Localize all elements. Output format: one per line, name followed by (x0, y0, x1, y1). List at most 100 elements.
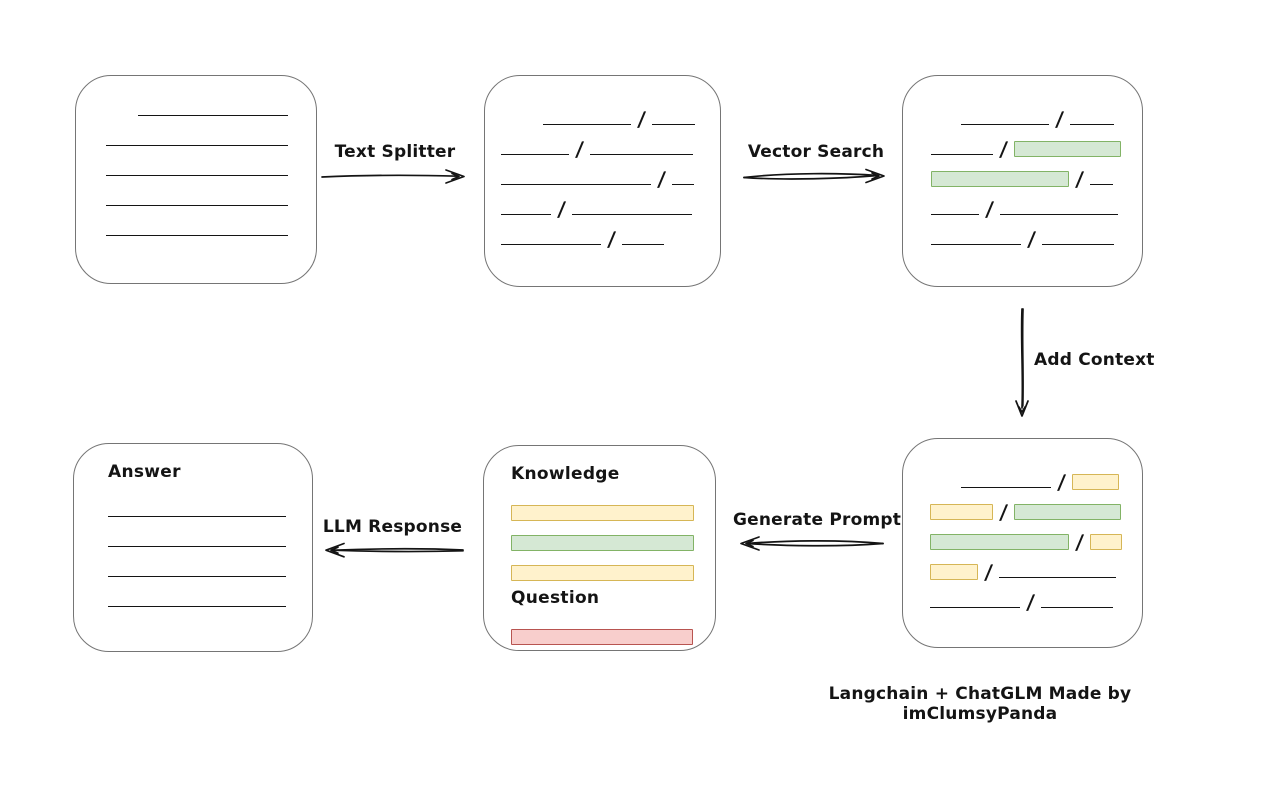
segment-row (108, 520, 312, 550)
slash-separator: / (1025, 590, 1036, 614)
segment-row (108, 490, 312, 520)
segment-row: / (930, 461, 1142, 494)
slash-separator: / (1074, 167, 1085, 191)
text-line (931, 214, 979, 215)
segment-row (511, 492, 715, 522)
slash-separator: / (984, 197, 995, 221)
text-line (108, 576, 286, 577)
text-line (652, 124, 696, 125)
left-double-arrow-icon (740, 536, 884, 551)
text-line (931, 244, 1021, 245)
vector-matches-box: / / / / / (902, 75, 1143, 287)
slash-separator: / (1026, 227, 1037, 251)
slash-separator: / (1054, 107, 1065, 131)
text-line (543, 124, 631, 125)
text-line (1090, 184, 1114, 185)
text-line (622, 244, 665, 245)
text-splitter-arrow: Text Splitter (320, 142, 470, 188)
question-bar (511, 616, 715, 646)
yellow-chunk (930, 564, 978, 580)
segment-row (511, 616, 715, 646)
segment-row: / (930, 551, 1142, 584)
vector-search-arrow: Vector Search (742, 142, 890, 188)
slash-separator: / (1056, 470, 1067, 494)
segment-row: / (930, 521, 1142, 554)
text-line (931, 154, 993, 155)
green-chunk (930, 534, 1069, 550)
llm-response-arrow: LLM Response (320, 517, 465, 563)
green-chunk (511, 535, 694, 551)
segment-row (511, 552, 715, 582)
segment-row (106, 89, 316, 119)
segment-row: / (931, 98, 1142, 131)
text-line (108, 546, 286, 547)
right-double-arrow-icon (743, 168, 885, 184)
segment-row (106, 149, 316, 179)
green-chunk (1014, 504, 1122, 520)
segment-row (511, 522, 715, 552)
knowledge-label: Knowledge (511, 464, 620, 484)
context-chunks-box: / / / / / (902, 438, 1143, 648)
segment-row: / (931, 128, 1142, 161)
yellow-chunk (511, 505, 694, 521)
slash-separator: / (1074, 530, 1085, 554)
slash-separator: / (556, 197, 567, 221)
vector-matches-rows: / / / / / (931, 98, 1142, 251)
slash-separator: / (606, 227, 617, 251)
generate-prompt-label: Generate Prompt (733, 510, 902, 530)
prompt-box: Knowledge Question (483, 445, 716, 651)
text-line (501, 184, 651, 185)
green-chunk (1014, 141, 1122, 157)
text-line (106, 175, 288, 176)
segment-row: / (501, 128, 720, 161)
knowledge-bars (511, 492, 715, 582)
source-document-box (75, 75, 317, 284)
slash-separator: / (574, 137, 585, 161)
segment-row: / (501, 188, 720, 221)
generate-prompt-arrow: Generate Prompt (733, 510, 902, 556)
text-line (108, 516, 286, 517)
segment-row: / (501, 218, 720, 251)
answer-label: Answer (108, 462, 181, 482)
segment-row: / (930, 491, 1142, 524)
red-chunk (511, 629, 693, 645)
credit-text: Langchain + ChatGLM Made by imClumsyPand… (828, 684, 1132, 724)
text-line (501, 154, 569, 155)
segment-row (108, 550, 312, 580)
answer-text-lines (108, 490, 312, 610)
text-line (999, 577, 1117, 578)
text-line (501, 214, 551, 215)
text-line (106, 235, 288, 236)
text-splitter-label: Text Splitter (334, 142, 456, 162)
yellow-chunk (511, 565, 694, 581)
document-text-lines (106, 89, 316, 239)
text-line (1041, 607, 1114, 608)
segment-row: / (931, 158, 1142, 191)
segment-row (106, 209, 316, 239)
question-label: Question (511, 588, 600, 608)
slash-separator: / (656, 167, 667, 191)
split-text-box: / / / / / (484, 75, 721, 287)
answer-box: Answer (73, 443, 313, 652)
text-line (961, 124, 1049, 125)
down-arrow-icon (1015, 308, 1029, 417)
text-line (572, 214, 693, 215)
yellow-chunk (1072, 474, 1120, 490)
text-line (106, 205, 288, 206)
segment-row: / (501, 158, 720, 191)
text-line (1000, 214, 1119, 215)
text-line (501, 244, 601, 245)
segment-row: / (501, 98, 720, 131)
text-line (1070, 124, 1115, 125)
text-line (672, 184, 695, 185)
segment-row: / (931, 218, 1142, 251)
segment-row (106, 179, 316, 209)
vector-search-label: Vector Search (747, 142, 885, 162)
segment-row (108, 580, 312, 610)
slash-separator: / (983, 560, 994, 584)
slash-separator: / (998, 137, 1009, 161)
slash-separator: / (998, 500, 1009, 524)
yellow-chunk (930, 504, 993, 520)
left-arrow-icon (325, 542, 464, 558)
